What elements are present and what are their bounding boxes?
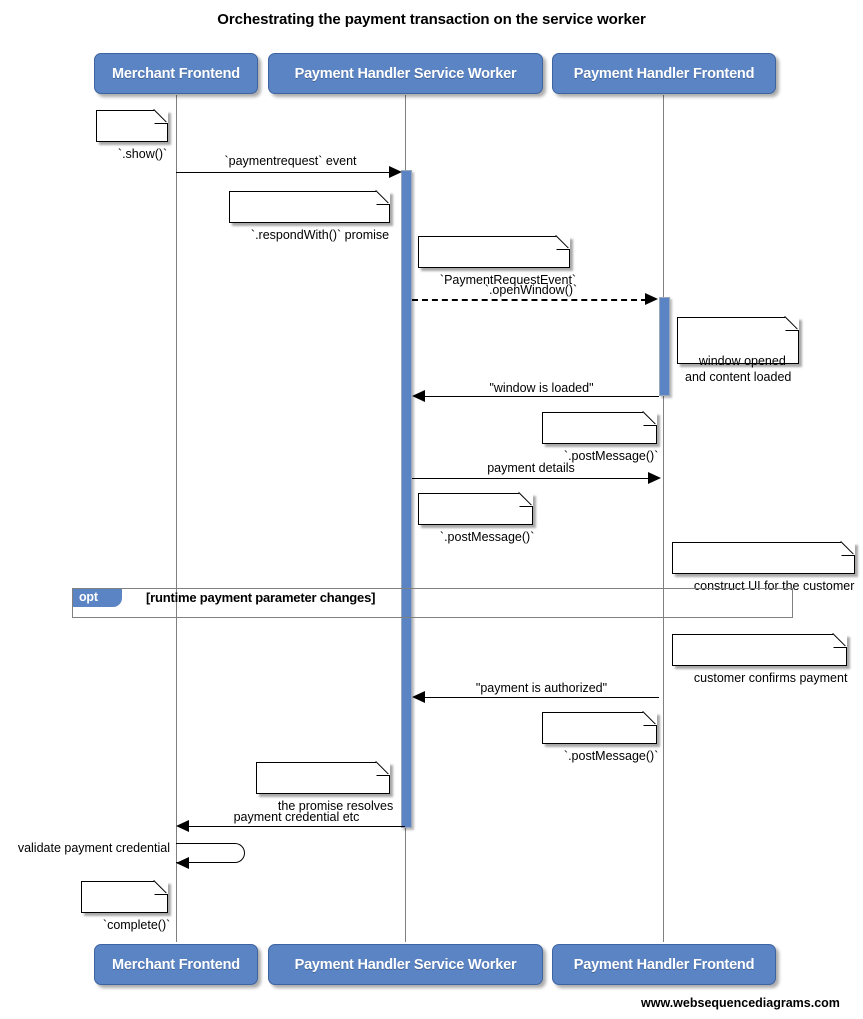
- note-show: `.show()`: [96, 108, 169, 161]
- participant-label: Payment Handler Service Worker: [294, 65, 517, 82]
- message-line-payment-details: [412, 478, 650, 479]
- page-title: Orchestrating the payment transaction on…: [217, 11, 646, 28]
- participant-label: Merchant Frontend: [112, 65, 240, 82]
- note-dogear-icon: [784, 315, 800, 331]
- note-text: the promise resolves: [277, 799, 394, 813]
- note-window-opened: window opened and content loaded: [677, 315, 800, 384]
- note-text: `PaymentRequestEvent`: [439, 273, 577, 287]
- note-dogear-icon: [555, 234, 571, 250]
- note-complete: `complete()`: [81, 879, 170, 932]
- note-text: `.show()`: [117, 147, 168, 161]
- note-text: construct UI for the customer: [693, 579, 855, 593]
- note-postmessage-1: `.postMessage()`: [542, 410, 658, 463]
- message-line-window-is-loaded: [424, 396, 659, 397]
- note-respondwith-promise: `.respondWith()` promise: [229, 189, 391, 242]
- participant-payment-handler-service-worker-bottom[interactable]: Payment Handler Service Worker: [268, 944, 543, 985]
- participant-payment-handler-service-worker-top[interactable]: Payment Handler Service Worker: [268, 53, 543, 94]
- message-arrowhead-paymentrequest-event: [389, 166, 402, 178]
- message-line-openwindow: [412, 299, 647, 301]
- participant-payment-handler-frontend-bottom[interactable]: Payment Handler Frontend: [552, 944, 776, 985]
- message-arrowhead-validate-payment-credential: [176, 857, 189, 869]
- note-paymentrequestevent: `PaymentRequestEvent`: [418, 234, 576, 287]
- note-dogear-icon: [153, 108, 169, 124]
- fragment-opt: [72, 588, 793, 618]
- message-arrowhead-payment-details: [648, 472, 661, 484]
- fragment-operator-label: opt: [73, 589, 122, 607]
- note-dogear-icon: [375, 189, 391, 205]
- lifeline-payment-handler-frontend: [663, 95, 664, 942]
- message-arrowhead-payment-credential-etc: [176, 820, 189, 832]
- message-arrowhead-openwindow: [645, 293, 658, 305]
- note-dogear-icon: [518, 491, 534, 507]
- message-label-window-is-loaded: "window is loaded": [489, 381, 594, 395]
- message-label-payment-is-authorized: "payment is authorized": [475, 681, 608, 695]
- message-label-paymentrequest-event: `paymentrequest` event: [224, 154, 357, 168]
- note-text: `.postMessage()`: [563, 449, 659, 463]
- participant-merchant-frontend-bottom[interactable]: Merchant Frontend: [94, 944, 258, 985]
- note-postmessage-3: `.postMessage()`: [542, 710, 658, 763]
- lifeline-merchant-frontend: [176, 95, 177, 942]
- note-construct-ui: construct UI for the customer: [672, 540, 856, 593]
- note-dogear-icon: [832, 632, 848, 648]
- note-text: `.respondWith()` promise: [250, 228, 390, 242]
- participant-label: Payment Handler Service Worker: [294, 956, 517, 973]
- participant-payment-handler-frontend-top[interactable]: Payment Handler Frontend: [552, 53, 776, 94]
- note-dogear-icon: [642, 710, 658, 726]
- activation-payment-handler-frontend: [659, 297, 670, 396]
- message-label-payment-details: payment details: [487, 461, 575, 475]
- note-text: customer confirms payment: [693, 671, 848, 685]
- message-line-payment-is-authorized: [424, 697, 659, 698]
- note-dogear-icon: [375, 760, 391, 776]
- note-text: window opened and content loaded: [685, 354, 792, 384]
- fragment-condition-label: [runtime payment parameter changes]: [146, 590, 376, 605]
- note-dogear-icon: [642, 410, 658, 426]
- note-customer-confirms: customer confirms payment: [672, 632, 848, 685]
- message-line-payment-credential-etc: [188, 826, 405, 827]
- note-dogear-icon: [153, 879, 169, 895]
- note-dogear-icon: [840, 540, 856, 556]
- message-label-payment-credential-etc: payment credential etc: [233, 810, 360, 824]
- note-text: `.postMessage()`: [439, 530, 535, 544]
- activation-payment-handler-service-worker: [401, 170, 412, 828]
- note-text: `.postMessage()`: [563, 749, 659, 763]
- message-arrowhead-window-is-loaded: [412, 390, 425, 402]
- participant-label: Payment Handler Frontend: [573, 956, 755, 973]
- note-text: `complete()`: [102, 918, 171, 932]
- footer-watermark: www.websequencediagrams.com: [641, 996, 840, 1010]
- message-selfloop-validate-payment-credential: [176, 843, 245, 863]
- message-arrowhead-payment-is-authorized: [412, 691, 425, 703]
- participant-label: Payment Handler Frontend: [573, 65, 755, 82]
- note-postmessage-2: `.postMessage()`: [418, 491, 534, 544]
- message-line-paymentrequest-event: [176, 172, 392, 173]
- participant-label: Merchant Frontend: [112, 956, 240, 973]
- participant-merchant-frontend-top[interactable]: Merchant Frontend: [94, 53, 258, 94]
- message-label-validate-payment-credential: validate payment credential: [17, 841, 170, 855]
- message-label-openwindow: `.openWindow()`: [484, 283, 578, 297]
- note-promise-resolves: the promise resolves: [256, 760, 393, 813]
